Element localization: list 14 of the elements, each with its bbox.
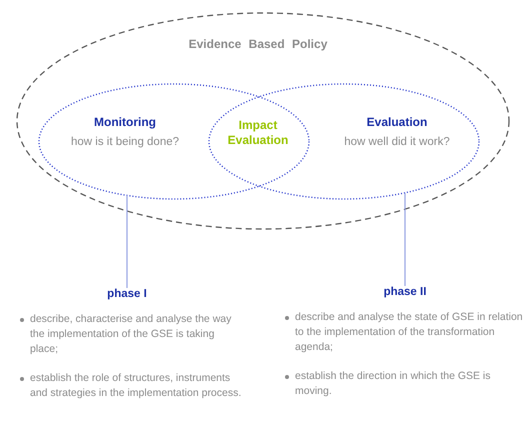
bullet-text: describe, characterise and analyse the way the implementation of the GSE is taking place; [30, 312, 232, 357]
bullet-text: establish the direction in which the GSE is moving. [295, 369, 492, 399]
phase-heading: phase I [106, 288, 148, 300]
bullet-text: describe and analyse the state of GSE in relation to the implementation of the transformation agenda; [295, 310, 524, 355]
connector-line [404, 192, 406, 286]
phase-heading: phase II [382, 286, 428, 298]
overlap-label: Impact Evaluation [226, 118, 290, 148]
circle-heading: Monitoring [94, 115, 156, 129]
connector-line [126, 194, 128, 288]
question-text: how well did it work? [344, 136, 450, 148]
bullet-text: establish the role of structures, instruments and strategies in the implementation process. [30, 371, 242, 401]
question-text: how is it being done? [70, 136, 180, 148]
circle-heading: Evaluation [366, 115, 428, 129]
title-text: Evidence Based Policy [188, 37, 328, 51]
